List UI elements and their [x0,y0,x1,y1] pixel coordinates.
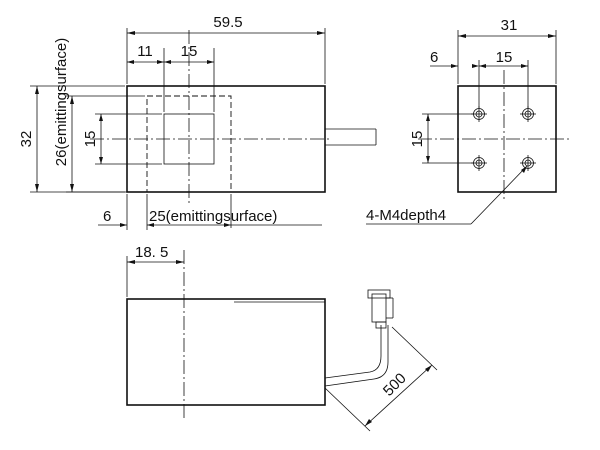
hole-callout-label: 4-M4depth4 [366,207,446,224]
dim-offset-left-label: 11 [137,43,153,60]
hole-callout: 4-M4depth4 [366,165,528,225]
dim-window-width-label: 15 [181,43,198,60]
dim-center-offset-label: 18. 5 [135,244,168,261]
dim-bottom-offset-label: 6 [103,208,111,225]
front-view [90,30,377,206]
dim-window-height: 15 [82,113,162,165]
mounting-hole [471,106,487,122]
dim-hole-spacing-y-label: 15 [409,131,426,148]
dim-hole-offset-label: 6 [430,49,438,66]
dim-emitting-height: 26(emittingsurface) [53,38,145,193]
mounting-hole [520,106,536,122]
dim-hole-spacing-y: 15 [409,113,473,164]
mounting-hole [471,155,487,171]
dim-side-width: 31 [457,17,557,84]
dim-emitting-height-label: 26(emittingsurface) [53,38,70,166]
dim-window-offset: 11 15 [127,43,215,112]
mounting-hole [520,155,536,171]
top-cable-line [324,325,389,387]
dim-overall-height-label: 32 [18,131,35,148]
top-cable-line [324,325,382,379]
dim-window-height-label: 15 [82,131,99,148]
dim-hole-spacing-x-label: 15 [496,49,513,66]
top-view-housing [126,298,326,406]
dim-side-width-label: 31 [501,17,518,34]
side-view [418,70,570,200]
dim-center-offset: 18. 5 [126,244,184,297]
dim-emitting-width-label: 25(emittingsurface) [149,208,277,225]
cable-connector [367,289,394,329]
dim-overall-width: 59.5 [126,14,326,84]
dim-hole-spacing-x: 6 15 [430,49,529,108]
top-view [126,250,394,420]
dim-overall-width-label: 59.5 [213,14,242,31]
dim-bottom: 6 25(emittingsurface) [98,194,322,230]
